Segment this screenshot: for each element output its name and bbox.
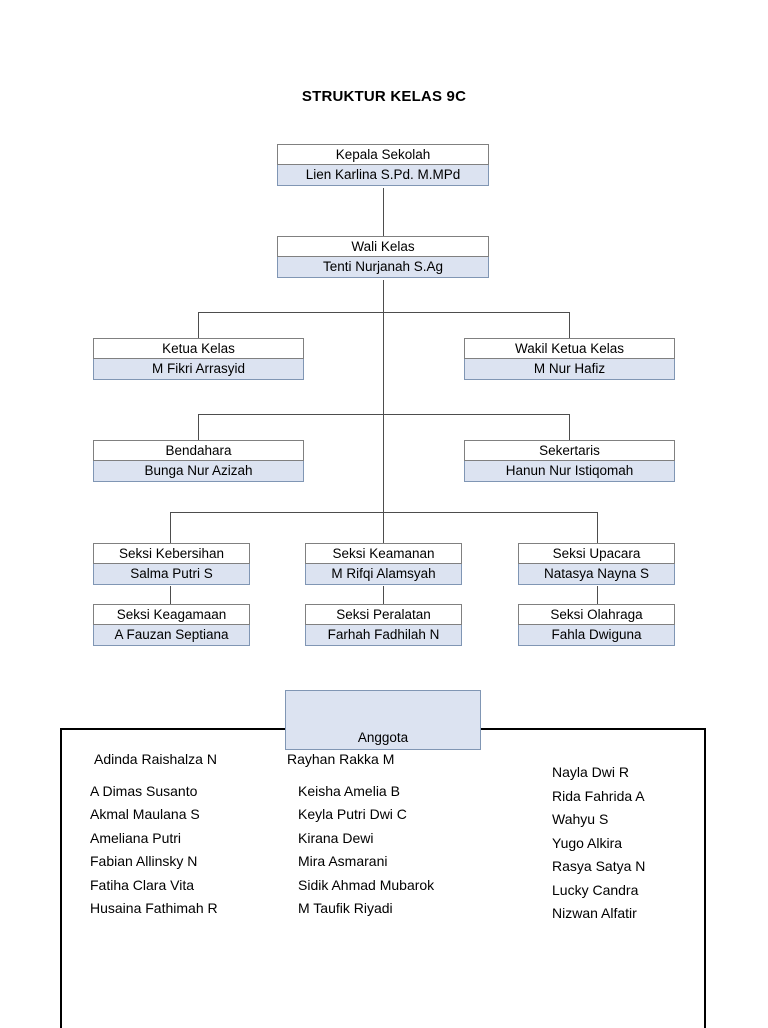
connector-wali-trunk bbox=[383, 280, 384, 512]
member-name: Sidik Ahmad Mubarok bbox=[298, 876, 435, 893]
connector-kebersihan-to-keagamaan bbox=[170, 586, 171, 604]
node-role-label: Seksi Olahraga bbox=[518, 604, 675, 625]
node-person-label: Natasya Nayna S bbox=[518, 564, 675, 585]
node-ketua-kelas[interactable]: Ketua Kelas M Fikri Arrasyid bbox=[93, 338, 304, 380]
connector-upacara-to-olahraga bbox=[597, 586, 598, 604]
member-name: Rida Fahrida A bbox=[552, 787, 645, 804]
connector-level2-left bbox=[198, 414, 199, 440]
node-person-label: Fahla Dwiguna bbox=[518, 625, 675, 646]
connector-level1-left bbox=[198, 312, 199, 338]
node-role-label: Ketua Kelas bbox=[93, 338, 304, 359]
member-name: Kirana Dewi bbox=[298, 829, 374, 846]
member-name: Yugo Alkira bbox=[552, 834, 623, 851]
node-role-label: Seksi Peralatan bbox=[305, 604, 462, 625]
node-role-label: Wali Kelas bbox=[277, 236, 489, 257]
node-role-label: Seksi Kebersihan bbox=[93, 543, 250, 564]
node-role-label: Seksi Keagamaan bbox=[93, 604, 250, 625]
node-person-label: Tenti Nurjanah S.Ag bbox=[277, 257, 489, 278]
node-person-label: A Fauzan Septiana bbox=[93, 625, 250, 646]
node-role-label: Kepala Sekolah bbox=[277, 144, 489, 165]
connector-level2-horizontal bbox=[198, 414, 569, 415]
node-seksi-keamanan[interactable]: Seksi Keamanan M Rifqi Alamsyah bbox=[305, 543, 462, 585]
node-role-label: Seksi Upacara bbox=[518, 543, 675, 564]
connector-level1-right bbox=[569, 312, 570, 338]
anggota-label: Anggota bbox=[357, 730, 409, 745]
node-role-label: Sekertaris bbox=[464, 440, 675, 461]
page-title: STRUKTUR KELAS 9C bbox=[301, 88, 467, 105]
member-name: Ameliana Putri bbox=[90, 829, 182, 846]
node-person-label: M Rifqi Alamsyah bbox=[305, 564, 462, 585]
member-name: A Dimas Susanto bbox=[90, 782, 198, 799]
node-wali-kelas[interactable]: Wali Kelas Tenti Nurjanah S.Ag bbox=[277, 236, 489, 278]
node-role-label: Wakil Ketua Kelas bbox=[464, 338, 675, 359]
node-person-label: Salma Putri S bbox=[93, 564, 250, 585]
members-column-3: Nayla Dwi R Rida Fahrida A Wahyu S Yugo Alk… bbox=[552, 761, 645, 926]
connector-level3-left bbox=[170, 512, 171, 543]
connector-keamanan-to-peralatan bbox=[383, 586, 384, 604]
connector-level2-right bbox=[569, 414, 570, 440]
member-name: Keisha Amelia B bbox=[298, 782, 400, 799]
member-name: Fabian Allinsky N bbox=[90, 853, 198, 869]
node-person-label: Bunga Nur Azizah bbox=[93, 461, 304, 482]
node-role-label: Seksi Keamanan bbox=[305, 543, 462, 564]
node-person-label: M Nur Hafiz bbox=[464, 359, 675, 380]
node-person-label: M Fikri Arrasyid bbox=[93, 359, 304, 380]
members-column-2: Rayhan Rakka M Keisha Amelia B Keyla Putri… bbox=[287, 748, 435, 921]
member-name: Rayhan Rakka M bbox=[287, 751, 395, 767]
node-seksi-olahraga[interactable]: Seksi Olahraga Fahla Dwiguna bbox=[518, 604, 675, 646]
node-anggota[interactable]: Anggota bbox=[285, 690, 481, 750]
node-person-label: Farhah Fadhilah N bbox=[305, 625, 462, 646]
node-seksi-peralatan[interactable]: Seksi Peralatan Farhah Fadhilah N bbox=[305, 604, 462, 646]
member-name: Mira Asmarani bbox=[298, 853, 388, 869]
member-name: Keyla Putri Dwi C bbox=[298, 806, 407, 822]
member-name: Husaina Fathimah R bbox=[90, 900, 218, 916]
member-name: Fatiha Clara Vita bbox=[90, 876, 195, 893]
member-name: Akmal Maulana S bbox=[90, 806, 200, 822]
node-role-label: Bendahara bbox=[93, 440, 304, 461]
node-seksi-upacara[interactable]: Seksi Upacara Natasya Nayna S bbox=[518, 543, 675, 585]
node-kepala-sekolah[interactable]: Kepala Sekolah Lien Karlina S.Pd. M.MPd bbox=[277, 144, 489, 186]
connector-level1-horizontal bbox=[198, 312, 569, 313]
node-sekertaris[interactable]: Sekertaris Hanun Nur Istiqomah bbox=[464, 440, 675, 482]
member-name: Rasya Satya N bbox=[552, 858, 646, 874]
connector-level3-right bbox=[597, 512, 598, 543]
node-person-label: Hanun Nur Istiqomah bbox=[464, 461, 675, 482]
node-seksi-keagamaan[interactable]: Seksi Keagamaan A Fauzan Septiana bbox=[93, 604, 250, 646]
member-name: M Taufik Riyadi bbox=[298, 900, 393, 916]
node-person-label: Lien Karlina S.Pd. M.MPd bbox=[277, 165, 489, 186]
member-name: Lucky Candra bbox=[552, 881, 639, 898]
node-wakil-ketua-kelas[interactable]: Wakil Ketua Kelas M Nur Hafiz bbox=[464, 338, 675, 380]
member-name: Adinda Raishalza N bbox=[94, 751, 217, 767]
member-name: Nizwan Alfatir bbox=[552, 905, 637, 921]
connector-kepala-to-wali bbox=[383, 188, 384, 236]
node-seksi-kebersihan[interactable]: Seksi Kebersihan Salma Putri S bbox=[93, 543, 250, 585]
member-name: Nayla Dwi R bbox=[552, 764, 630, 780]
node-bendahara[interactable]: Bendahara Bunga Nur Azizah bbox=[93, 440, 304, 482]
connector-level3-mid bbox=[383, 512, 384, 543]
member-name: Wahyu S bbox=[552, 811, 609, 827]
